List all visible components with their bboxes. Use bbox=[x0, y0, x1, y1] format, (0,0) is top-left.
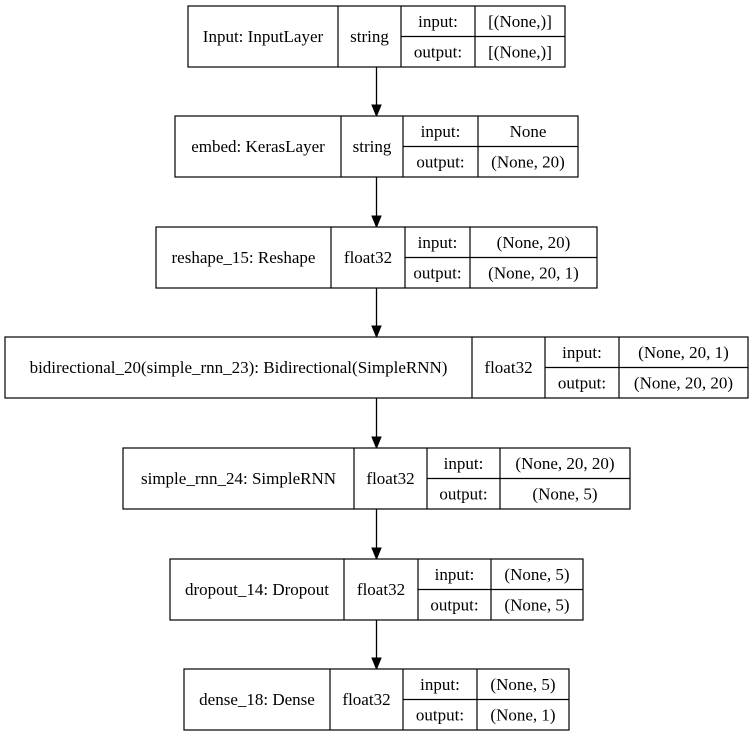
input-label: input: bbox=[435, 565, 475, 584]
output-label: output: bbox=[439, 484, 487, 503]
input-shape: [(None,)] bbox=[488, 12, 552, 31]
output-label: output: bbox=[416, 705, 464, 724]
output-shape: (None, 1) bbox=[490, 705, 555, 724]
output-label: output: bbox=[414, 42, 462, 61]
layer-node-dropout-14: dropout_14: Dropout float32 input: output: (… bbox=[169, 558, 584, 621]
layer-dtype: string bbox=[350, 27, 389, 46]
layer-name: bidirectional_20(simple_rnn_23): Bidirec… bbox=[30, 358, 448, 377]
input-shape: (None, 20, 1) bbox=[638, 343, 729, 362]
arrowhead-icon bbox=[371, 325, 382, 339]
input-label: input: bbox=[421, 122, 461, 141]
layer-name: simple_rnn_24: SimpleRNN bbox=[141, 469, 336, 488]
layer-node-simple-rnn-24: simple_rnn_24: SimpleRNN float32 input: out… bbox=[122, 447, 631, 510]
output-shape: (None, 5) bbox=[504, 595, 569, 614]
edges-layer bbox=[371, 67, 382, 671]
input-label: input: bbox=[418, 12, 458, 31]
output-label: output: bbox=[558, 373, 606, 392]
input-shape: (None, 20) bbox=[497, 233, 571, 252]
arrowhead-icon bbox=[371, 547, 382, 561]
edge-arrow bbox=[371, 398, 382, 450]
output-label: output: bbox=[430, 595, 478, 614]
input-shape: (None, 5) bbox=[504, 565, 569, 584]
layer-node-reshape-15: reshape_15: Reshape float32 input: output: (… bbox=[155, 226, 598, 289]
input-label: input: bbox=[562, 343, 602, 362]
layer-dtype: float32 bbox=[357, 580, 405, 599]
layer-dtype: float32 bbox=[366, 469, 414, 488]
layer-node-embed: embed: KerasLayer string input: output: None… bbox=[174, 115, 579, 178]
layer-name: dense_18: Dense bbox=[199, 690, 315, 709]
layer-dtype: float32 bbox=[342, 690, 390, 709]
edge-arrow bbox=[371, 177, 382, 229]
layer-dtype: float32 bbox=[344, 248, 392, 267]
arrowhead-icon bbox=[371, 657, 382, 671]
input-label: input: bbox=[444, 454, 484, 473]
input-label: input: bbox=[420, 675, 460, 694]
input-shape: None bbox=[510, 122, 547, 141]
arrowhead-icon bbox=[371, 104, 382, 118]
layer-dtype: float32 bbox=[484, 358, 532, 377]
arrowhead-icon bbox=[371, 436, 382, 450]
input-label: input: bbox=[418, 233, 458, 252]
input-shape: (None, 20, 20) bbox=[515, 454, 614, 473]
edge-arrow bbox=[371, 67, 382, 118]
edge-arrow bbox=[371, 620, 382, 671]
edge-arrow bbox=[371, 288, 382, 339]
layer-node-bidirectional-20-simple-rnn-23-: bidirectional_20(simple_rnn_23): Bidirec… bbox=[4, 336, 749, 399]
layer-name: Input: InputLayer bbox=[203, 27, 324, 46]
arrowhead-icon bbox=[371, 215, 382, 229]
layer-name: reshape_15: Reshape bbox=[172, 248, 316, 267]
layer-node-input: Input: InputLayer string input: output: [(No… bbox=[187, 5, 566, 68]
output-shape: (None, 20, 20) bbox=[634, 373, 733, 392]
output-label: output: bbox=[413, 263, 461, 282]
layer-node-dense-18: dense_18: Dense float32 input: output: (None… bbox=[183, 668, 570, 731]
input-shape: (None, 5) bbox=[490, 675, 555, 694]
output-label: output: bbox=[416, 152, 464, 171]
layer-name: embed: KerasLayer bbox=[191, 137, 325, 156]
output-shape: (None, 20, 1) bbox=[488, 263, 579, 282]
output-shape: (None, 5) bbox=[532, 484, 597, 503]
output-shape: (None, 20) bbox=[491, 152, 565, 171]
layer-name: dropout_14: Dropout bbox=[185, 580, 329, 599]
output-shape: [(None,)] bbox=[488, 42, 552, 61]
edge-arrow bbox=[371, 509, 382, 561]
nodes-layer: Input: InputLayer string input: output: [(No… bbox=[4, 5, 749, 731]
layer-dtype: string bbox=[353, 137, 392, 156]
